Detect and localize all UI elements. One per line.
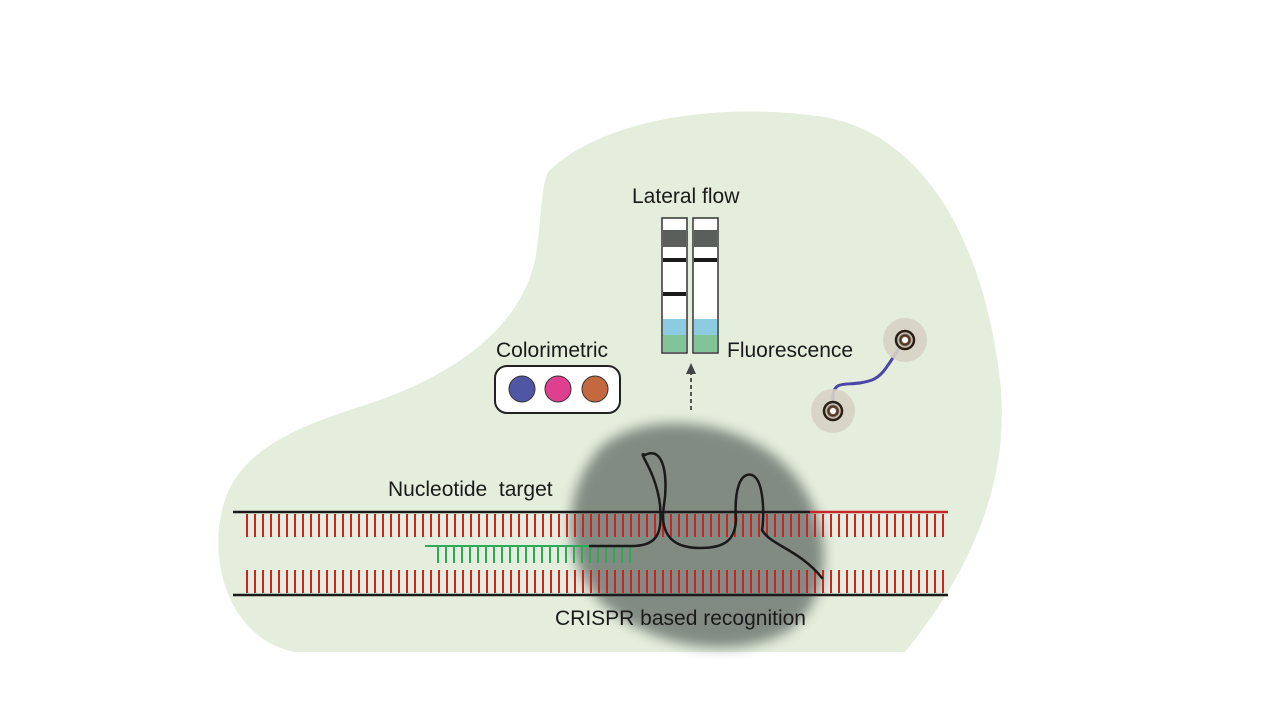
lateral-flow-strip-icon	[661, 217, 719, 354]
lateral-flow-label: Lateral flow	[632, 185, 740, 208]
colorimetric-box	[494, 365, 621, 414]
crispr-rna-loop	[588, 452, 824, 580]
strip-left	[661, 217, 688, 354]
dna-strand-icon	[233, 510, 948, 597]
strip-right	[692, 217, 719, 354]
crispr-recognition-label: CRISPR based recognition	[555, 607, 806, 630]
cas-protein-icon	[570, 423, 824, 648]
colorimetric-label: Colorimetric	[496, 339, 608, 362]
nucleotide-target-label: Nucleotide target	[388, 478, 553, 501]
fluorescent-reporter-icon	[811, 318, 927, 433]
guide-rna-icon	[425, 545, 632, 563]
color-dot-icon	[544, 375, 572, 403]
color-dot-icon	[508, 375, 536, 403]
arrow-up-icon	[686, 363, 696, 410]
color-dot-icon	[581, 375, 609, 403]
fluorescence-label: Fluorescence	[727, 339, 853, 362]
